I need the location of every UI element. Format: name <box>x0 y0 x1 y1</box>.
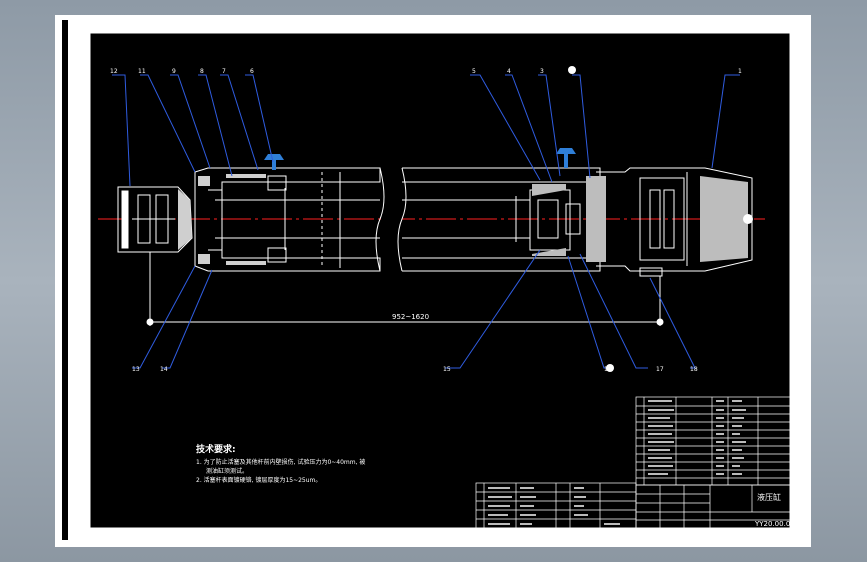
parts-list-lower <box>475 482 637 529</box>
tech-requirements: 技术要求: 1. 为了防止活塞及其他杆前内壁损伤, 试验压力为0~40mm, 被… <box>196 443 365 484</box>
callout-3: 3 <box>540 68 544 75</box>
callout-4: 4 <box>507 68 511 75</box>
callouts-top: 12 11 9 8 7 6 5 4 3 2 1 <box>110 68 742 75</box>
callout-marker-2 <box>568 66 576 74</box>
right-hatching <box>532 176 748 262</box>
tech-line-1: 1. 为了防止活塞及其他杆前内壁损伤, 试验压力为0~40mm, 被 <box>196 458 365 466</box>
break-line-right <box>397 167 407 272</box>
break-gap <box>384 160 402 280</box>
callout-13: 13 <box>132 366 140 373</box>
callout-9: 9 <box>172 68 176 75</box>
leader-lines-top <box>112 74 740 187</box>
title-block <box>635 484 791 529</box>
callout-7: 7 <box>222 68 226 75</box>
sheet-left-border <box>62 20 68 540</box>
callout-6: 6 <box>250 68 254 75</box>
break-line-left <box>375 167 385 272</box>
parts-list-text <box>648 400 746 475</box>
callout-11: 11 <box>138 68 146 75</box>
callout-15: 15 <box>443 366 451 373</box>
callout-18: 18 <box>690 366 698 373</box>
inner-frame <box>89 32 791 529</box>
tech-title: 技术要求: <box>196 443 236 455</box>
callout-14: 14 <box>160 366 168 373</box>
left-hatching <box>178 174 266 265</box>
title-block-text: 液压缸 YY20.00.0 <box>754 492 790 528</box>
callout-1: 1 <box>738 68 742 75</box>
callout-marker-16 <box>606 364 614 372</box>
tech-line-2: 2. 活塞杆表面镀硬铬, 镀层厚度为15~25um。 <box>196 476 321 484</box>
drawing-number: YY20.00.0 <box>754 520 790 528</box>
rear-pin <box>743 214 753 224</box>
tech-line-1b: 测油缸须测试。 <box>206 467 248 475</box>
callout-12: 12 <box>110 68 118 75</box>
right-assembly <box>402 167 753 277</box>
title-name: 液压缸 <box>757 492 781 502</box>
oil-port-left <box>264 154 284 170</box>
parts-list-lower-text <box>488 487 620 525</box>
overall-dimension <box>146 252 664 326</box>
oil-port-right <box>556 148 576 168</box>
callout-8: 8 <box>200 68 204 75</box>
callout-17: 17 <box>656 366 664 373</box>
callout-5: 5 <box>472 68 476 75</box>
dimension-label: 952~1620 <box>392 313 429 321</box>
drawing-area <box>90 33 790 528</box>
leader-lines-bottom <box>132 249 696 369</box>
left-assembly <box>117 167 381 272</box>
